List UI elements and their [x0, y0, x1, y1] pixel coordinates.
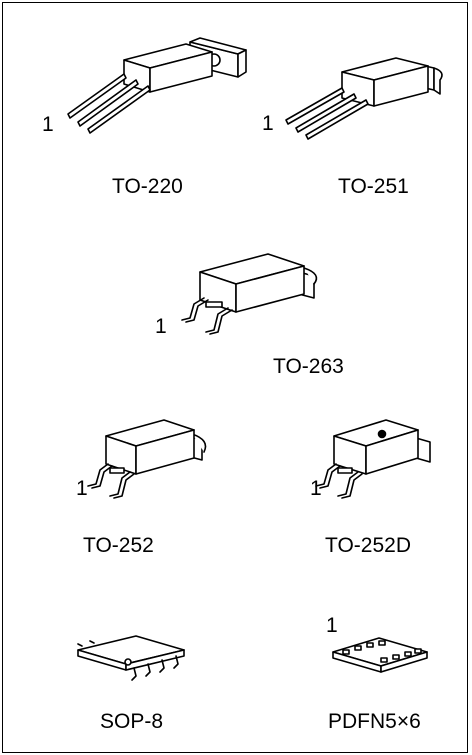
to263-pin1-label: 1 — [155, 315, 167, 338]
to252d-label: TO-252D — [325, 534, 411, 557]
to252d-package-drawing — [315, 419, 431, 499]
to251-package-drawing — [285, 57, 443, 140]
to220-package-drawing — [67, 37, 247, 134]
sop8-label: SOP-8 — [100, 710, 164, 733]
to252d-pin1-label: 1 — [310, 477, 322, 500]
to263-label: TO-263 — [273, 355, 344, 378]
to220-label: TO-220 — [112, 175, 183, 198]
to251-pin1-label: 1 — [262, 112, 274, 135]
pdfn-pin1-label: 1 — [326, 614, 338, 637]
to252-label: TO-252 — [83, 534, 154, 557]
to252-package-drawing — [87, 419, 207, 499]
to251-label: TO-251 — [338, 175, 409, 198]
to220-pin1-label: 1 — [42, 113, 54, 136]
to263-package-drawing — [181, 253, 318, 335]
sop8-package-drawing — [77, 635, 185, 681]
to252-pin1-label: 1 — [76, 477, 88, 500]
pdfn-package-drawing — [332, 637, 428, 673]
pdfn-label: PDFN5×6 — [328, 710, 421, 733]
